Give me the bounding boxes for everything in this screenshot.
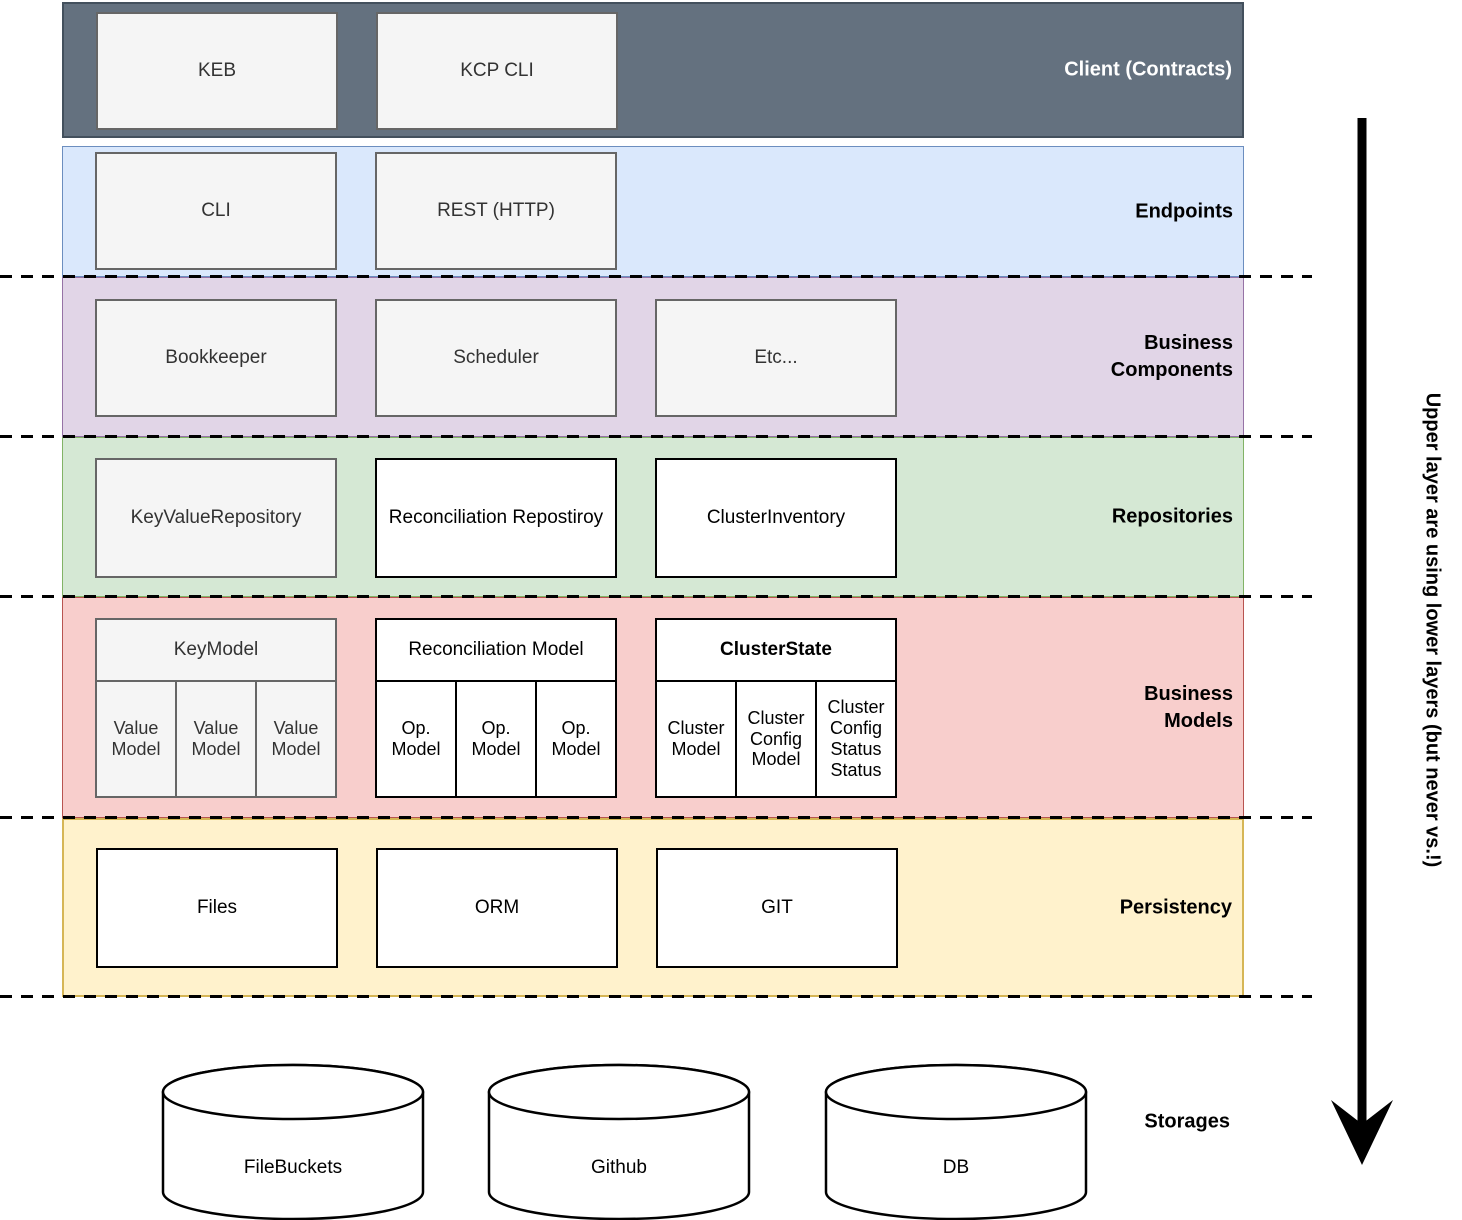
cell-cluster-model: Cluster Model <box>667 718 725 759</box>
dashed-separator-repositories <box>0 595 1312 598</box>
box-reconciliation-repository: Reconciliation Repostiroy <box>375 458 617 578</box>
cell-cluster-config-status-status: Cluster Config Status Status <box>815 682 895 796</box>
database-cylinder-icon <box>487 1063 751 1220</box>
box-keb: KEB <box>96 12 338 130</box>
side-note: Upper layer are using lower layers (but … <box>1421 392 1444 868</box>
cell-cluster-config-model: Cluster Config Model <box>735 682 815 796</box>
layer-persistency: Files ORM GIT Persistency <box>62 818 1244 997</box>
box-clusterinventory: ClusterInventory <box>655 458 897 578</box>
layer-repositories: KeyValueRepository Reconciliation Repost… <box>62 437 1244 597</box>
cell-op-model: Op. Model <box>391 718 441 759</box>
group-keymodel-title: KeyModel <box>97 620 335 682</box>
layer-endpoints: CLI REST (HTTP) Endpoints <box>62 146 1244 277</box>
box-kcp-cli: KCP CLI <box>376 12 618 130</box>
layer-label-persistency: Persistency <box>1119 896 1232 918</box>
layer-label-repositories: Repositories <box>1111 505 1233 528</box>
layer-label-business-models: Business Models <box>1144 682 1233 732</box>
group-clusterstate-title: ClusterState <box>657 620 895 682</box>
dashed-separator-endpoints <box>0 275 1312 278</box>
cell-op-model: Op. Model <box>535 682 615 796</box>
box-keyvaluerepository: KeyValueRepository <box>95 458 337 578</box>
box-bookkeeper: Bookkeeper <box>95 299 337 417</box>
cell-value-model: Value Model <box>255 682 335 796</box>
cylinder-db: DB <box>823 1062 1089 1220</box>
group-clusterstate: ClusterState Cluster Model Cluster Confi… <box>655 618 897 798</box>
box-files: Files <box>96 848 338 968</box>
dashed-separator-persistency <box>0 995 1312 998</box>
database-cylinder-icon <box>161 1063 425 1220</box>
box-rest-http: REST (HTTP) <box>375 152 617 270</box>
cylinder-github: Github <box>486 1062 752 1220</box>
layer-label-endpoints: Endpoints <box>1135 200 1233 222</box>
layer-business-models: KeyModel Value Model Value Model Value M… <box>62 597 1244 818</box>
group-keymodel: KeyModel Value Model Value Model Value M… <box>95 618 337 798</box>
cell-value-model: Value Model <box>111 718 161 759</box>
layer-label-business-components: Business Components <box>1110 332 1233 381</box>
box-cli: CLI <box>95 152 337 270</box>
box-scheduler: Scheduler <box>375 299 617 417</box>
cylinder-filebuckets: FileBuckets <box>160 1062 426 1220</box>
cell-op-model: Op. Model <box>455 682 535 796</box>
database-cylinder-icon <box>824 1063 1088 1220</box>
storages-label: Storages <box>1144 1110 1230 1133</box>
cylinder-label: Github <box>591 1156 647 1178</box>
box-etc: Etc... <box>655 299 897 417</box>
dashed-separator-business-components <box>0 435 1312 438</box>
layer-business-components: Bookkeeper Scheduler Etc... Business Com… <box>62 277 1244 437</box>
group-reconciliation-model: Reconciliation Model Op. Model Op. Model… <box>375 618 617 798</box>
layer-client-contracts: KEB KCP CLI Client (Contracts) <box>62 2 1244 138</box>
cell-value-model: Value Model <box>175 682 255 796</box>
cylinder-label: DB <box>942 1156 970 1178</box>
group-reconciliation-model-title: Reconciliation Model <box>377 620 615 682</box>
box-orm: ORM <box>376 848 618 968</box>
cylinder-label: FileBuckets <box>243 1156 343 1178</box>
down-arrow-icon <box>1331 118 1393 1165</box>
dashed-separator-business-models <box>0 816 1312 819</box>
layer-label-client-contracts: Client (Contracts) <box>1064 58 1232 81</box>
box-git: GIT <box>656 848 898 968</box>
